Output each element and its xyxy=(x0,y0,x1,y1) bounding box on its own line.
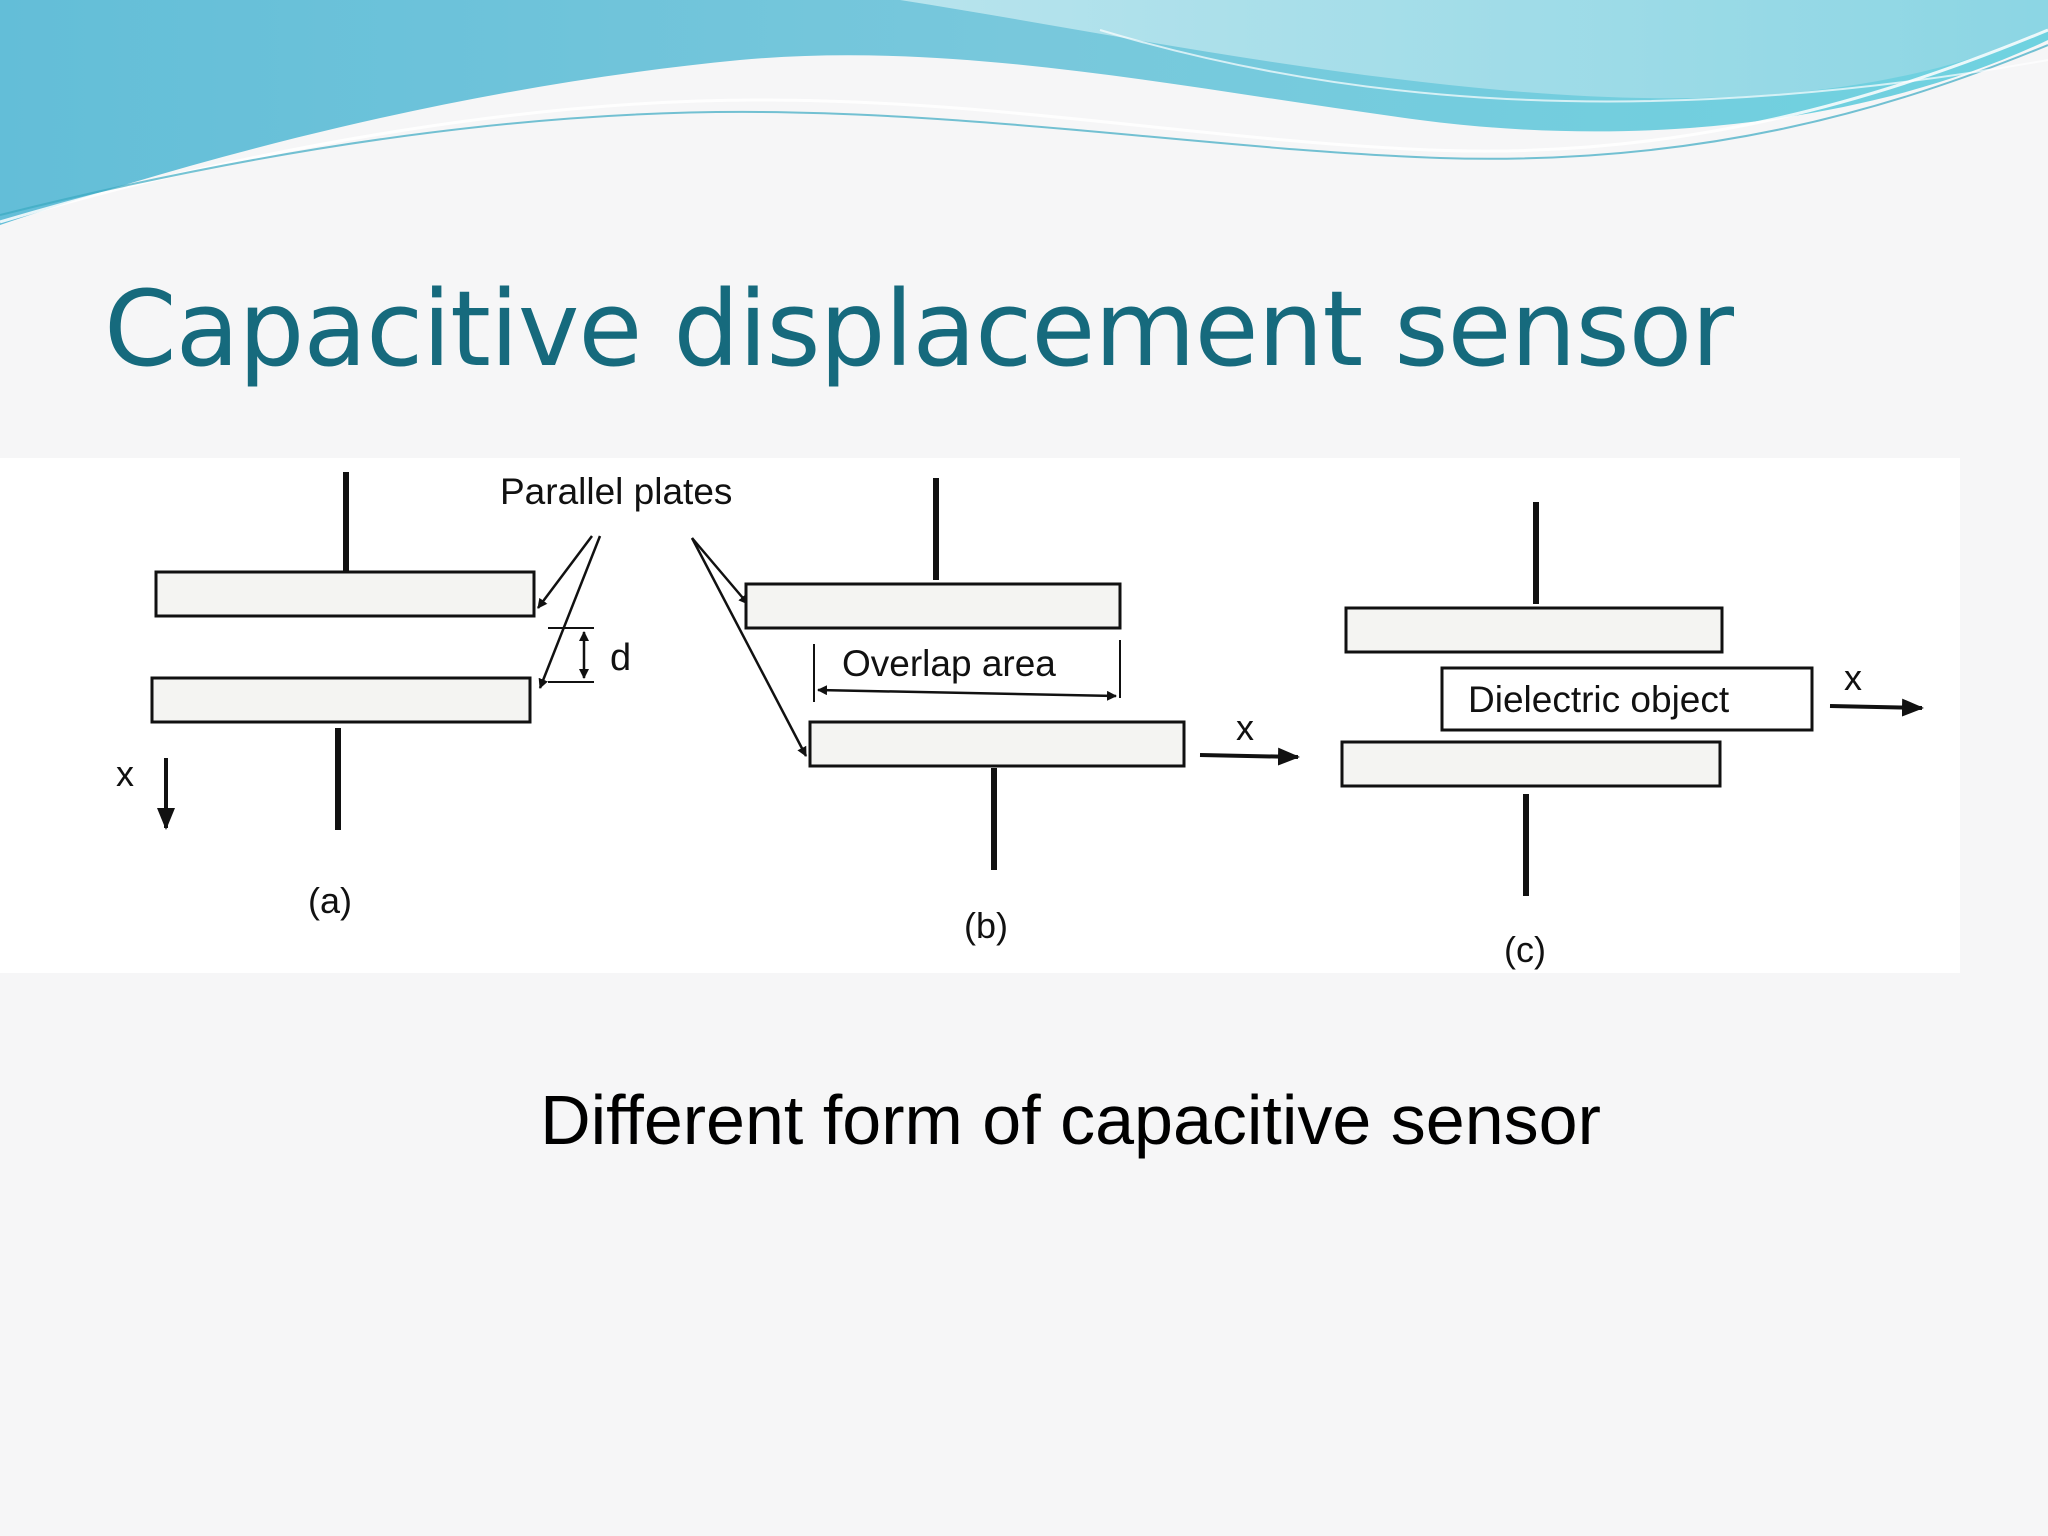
gap-label: d xyxy=(610,637,631,679)
displacement-arrow-c xyxy=(1829,698,1924,717)
dielectric-object-label: Dielectric object xyxy=(1468,679,1730,720)
overlap-dimension-arrow xyxy=(817,685,1117,701)
lower-plate xyxy=(1340,740,1722,788)
lower-plate xyxy=(150,676,532,724)
panel-c: Dielectric object x (c) xyxy=(1340,502,1924,970)
panel-b: Overlap area x (b) xyxy=(744,478,1300,946)
displacement-label-b: x xyxy=(1236,707,1254,748)
lower-plate xyxy=(808,720,1186,768)
displacement-label-c: x xyxy=(1844,657,1862,698)
upper-plate xyxy=(1344,606,1724,654)
header-wave-decoration xyxy=(0,0,2048,225)
panel-label-b: (b) xyxy=(964,905,1008,946)
overlap-area-label: Overlap area xyxy=(842,643,1056,684)
capacitive-sensor-diagram: d x (a) Parallel plates Overlap area x (… xyxy=(0,458,1960,973)
dielectric-object xyxy=(1440,666,1814,732)
upper-plate xyxy=(744,582,1122,630)
panel-label-c: (c) xyxy=(1504,929,1546,970)
upper-plate xyxy=(154,570,536,618)
panel-a: d x (a) xyxy=(116,472,631,921)
figure-caption: Different form of capacitive sensor xyxy=(540,1081,1601,1159)
displacement-arrow-b xyxy=(1199,747,1300,766)
parallel-plates-pointers xyxy=(537,535,808,757)
slide-title: Capacitive displacement sensor xyxy=(104,268,1734,390)
panel-label-a: (a) xyxy=(308,880,352,921)
displacement-label-a: x xyxy=(116,753,134,794)
parallel-plates-label: Parallel plates xyxy=(500,471,732,512)
